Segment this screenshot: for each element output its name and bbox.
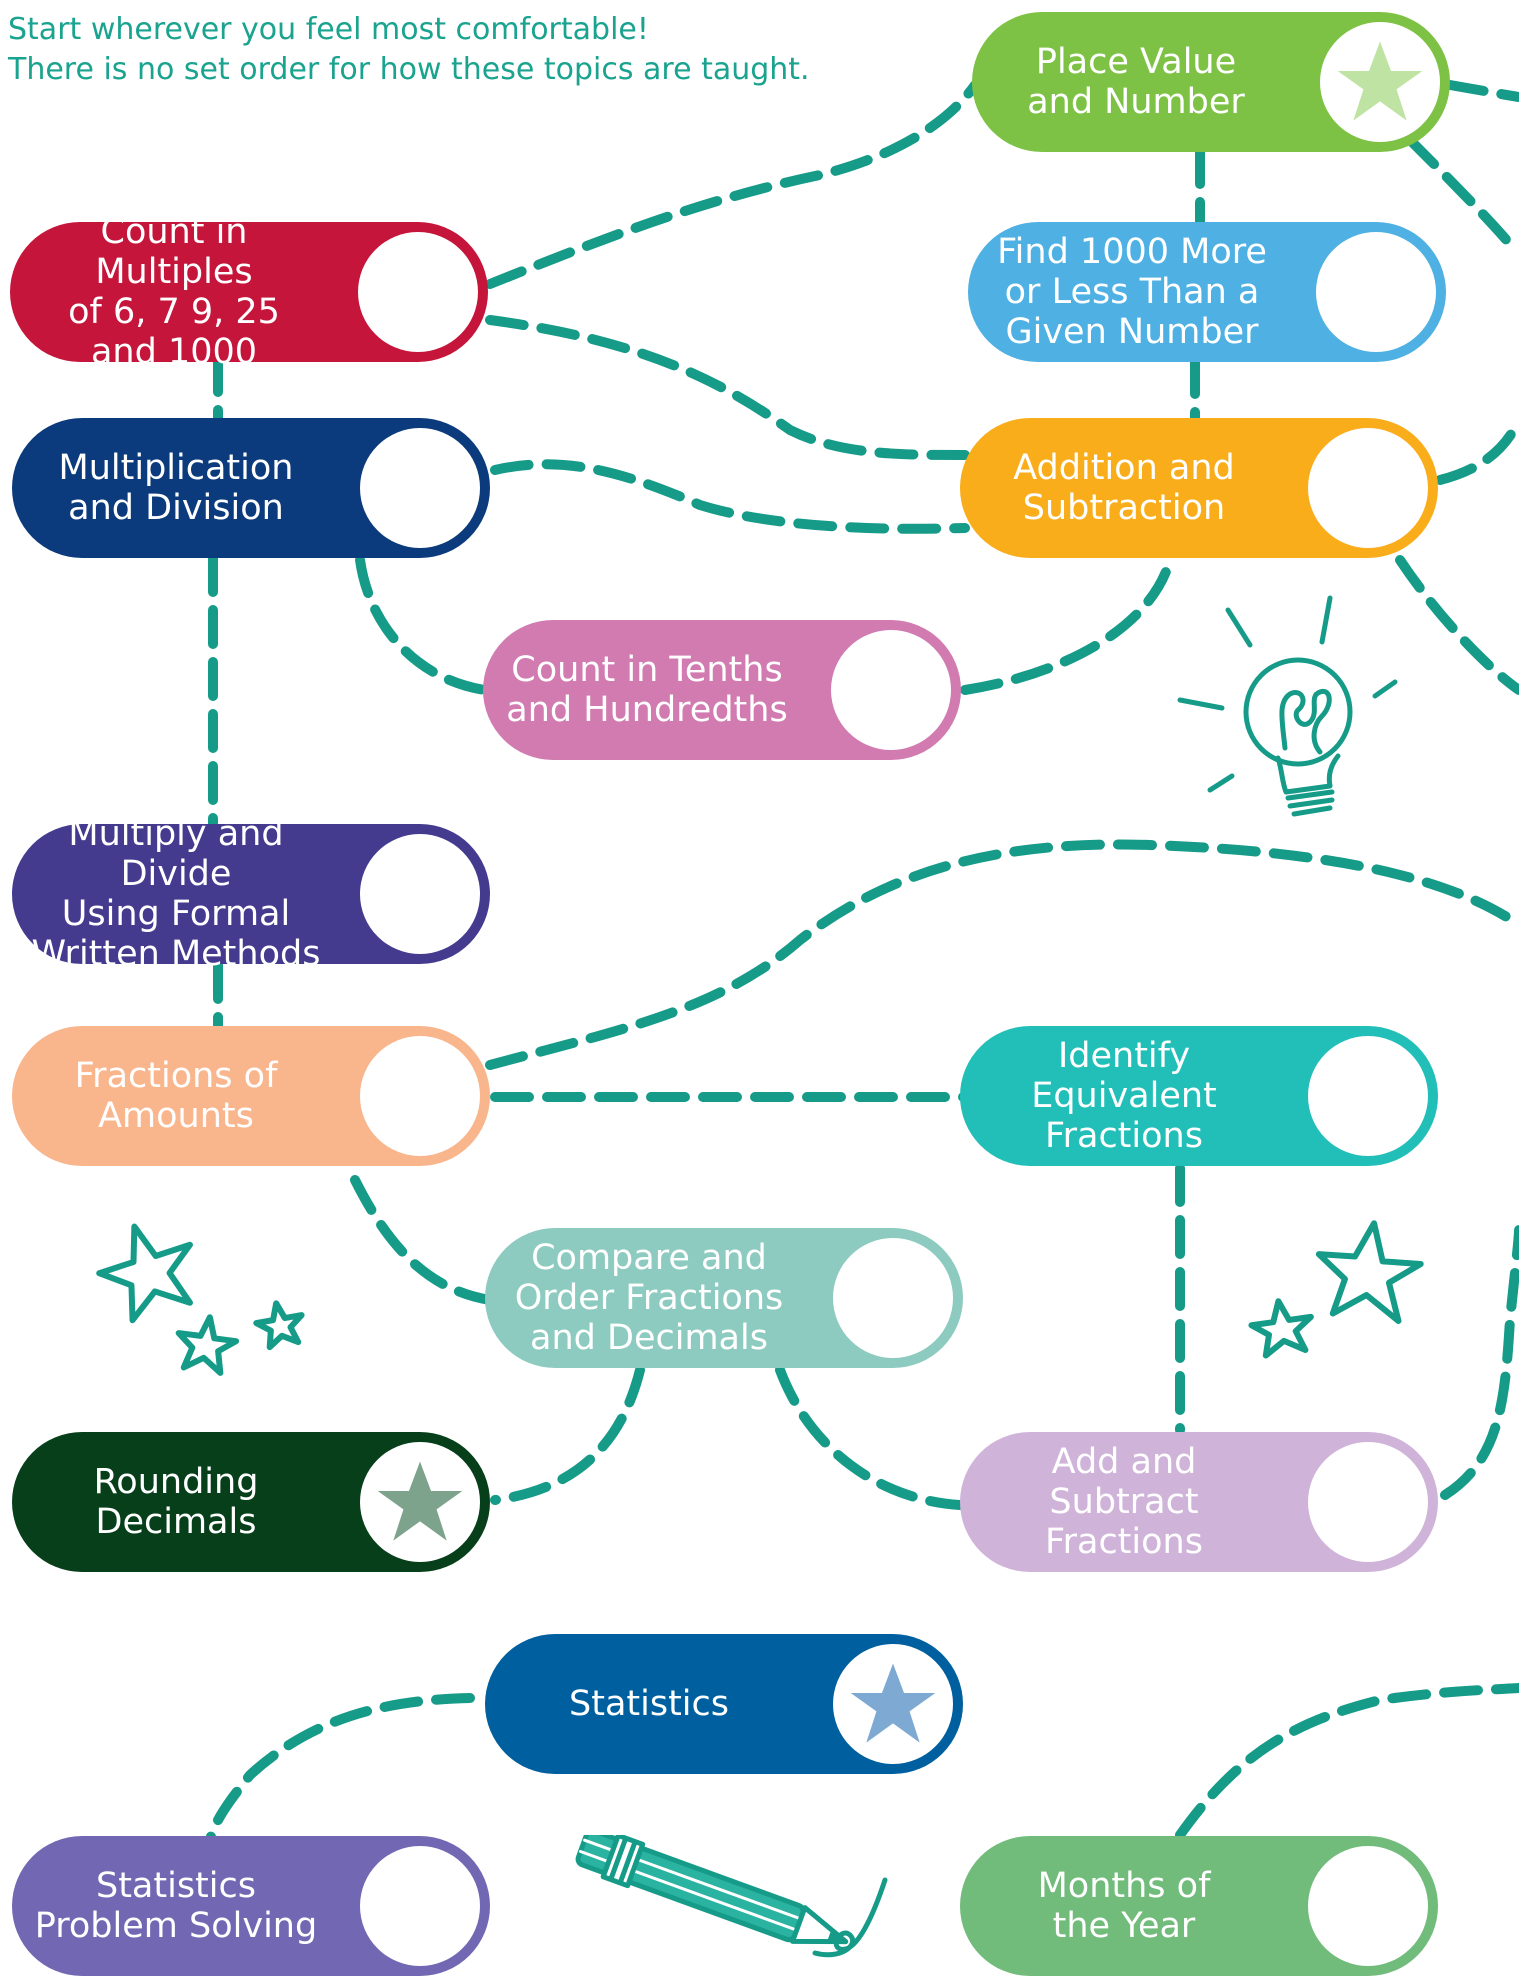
topic-label-text: Place Value and Number	[1027, 42, 1245, 122]
stars-decoration-right	[1248, 1220, 1424, 1359]
topic-multiply-and-divide-formal-methods[interactable]: Multiply and Divide Using Formal Written…	[12, 814, 490, 974]
topic-months-of-the-year[interactable]: Months of the Year	[960, 1836, 1438, 1976]
topic-rounding-decimals[interactable]: Rounding Decimals	[12, 1432, 490, 1572]
topic-label-text: Multiply and Divide Using Formal Written…	[31, 814, 321, 974]
topic-label-text: Rounding Decimals	[93, 1462, 259, 1542]
topic-label: Count in Multiples of 6, 7 9, 25 and 100…	[20, 212, 328, 372]
topic-label-text: Count in Multiples of 6, 7 9, 25 and 100…	[68, 212, 280, 372]
progress-circle	[360, 428, 480, 548]
progress-circle	[360, 834, 480, 954]
connector-line	[1395, 555, 1519, 695]
connector-line	[355, 555, 490, 695]
intro-text: Start wherever you feel most comfortable…	[8, 10, 810, 90]
topic-label: Multiplication and Division	[22, 418, 330, 558]
progress-circle	[360, 1036, 480, 1156]
topic-label: Addition and Subtraction	[970, 418, 1278, 558]
progress-circle	[358, 232, 478, 352]
topic-label-text: Statistics	[569, 1684, 729, 1724]
progress-circle	[1308, 1036, 1428, 1156]
progress-circle	[1308, 1846, 1428, 1966]
lightbulb-icon	[1177, 595, 1398, 817]
progress-circle	[833, 1238, 953, 1358]
topic-multiplication-and-division[interactable]: Multiplication and Division	[12, 418, 490, 558]
pencil-icon	[575, 1835, 888, 1958]
topic-label: Count in Tenths and Hundredths	[493, 620, 801, 760]
star-icon	[360, 1442, 480, 1562]
topic-label-text: Fractions of Amounts	[74, 1056, 278, 1136]
topic-label-text: Compare and Order Fractions and Decimals	[514, 1238, 784, 1358]
connector-line	[960, 555, 1175, 695]
star-icon	[1320, 22, 1440, 142]
progress-circle	[1316, 232, 1436, 352]
topic-label: Statistics Problem Solving	[22, 1836, 330, 1976]
topic-label: Statistics	[495, 1634, 803, 1774]
connector-line	[485, 80, 980, 289]
topic-label: Find 1000 More or Less Than a Given Numb…	[978, 222, 1286, 362]
connector-line	[485, 839, 1519, 1070]
progress-circle	[1308, 428, 1428, 548]
connector-line	[775, 1365, 965, 1510]
connector-line	[1175, 1683, 1519, 1840]
intro-line-1: Start wherever you feel most comfortable…	[8, 12, 649, 47]
topic-label-text: Addition and Subtraction	[1013, 448, 1235, 528]
topic-fractions-of-amounts[interactable]: Fractions of Amounts	[12, 1026, 490, 1166]
topic-label-text: Months of the Year	[1037, 1866, 1211, 1946]
connector-line	[1435, 415, 1519, 485]
topic-label: Months of the Year	[970, 1836, 1278, 1976]
progress-circle	[831, 630, 951, 750]
topic-label: Fractions of Amounts	[22, 1026, 330, 1166]
topic-label: Place Value and Number	[982, 12, 1290, 152]
progress-circle	[1308, 1442, 1428, 1562]
intro-line-2: There is no set order for how these topi…	[8, 52, 810, 87]
topic-label: Add and Subtract Fractions	[970, 1432, 1278, 1572]
topic-place-value-and-number[interactable]: Place Value and Number	[972, 12, 1450, 152]
topic-add-and-subtract-fractions[interactable]: Add and Subtract Fractions	[960, 1432, 1438, 1572]
connector-line	[350, 1175, 495, 1305]
connector-line	[205, 1693, 475, 1845]
connector-line	[1445, 80, 1519, 102]
progress-circle	[360, 1846, 480, 1966]
topic-count-in-tenths-and-hundredths[interactable]: Count in Tenths and Hundredths	[483, 620, 961, 760]
topic-addition-and-subtraction[interactable]: Addition and Subtraction	[960, 418, 1438, 558]
topic-label-text: Statistics Problem Solving	[34, 1866, 318, 1946]
topic-count-in-multiples[interactable]: Count in Multiples of 6, 7 9, 25 and 100…	[10, 212, 488, 372]
topic-label: Multiply and Divide Using Formal Written…	[22, 814, 330, 974]
connector-line	[1440, 1225, 1519, 1500]
topic-label: Identify Equivalent Fractions	[970, 1026, 1278, 1166]
stars-decoration-left	[96, 1223, 305, 1376]
topic-label: Compare and Order Fractions and Decimals	[495, 1228, 803, 1368]
topic-statistics[interactable]: Statistics	[485, 1634, 963, 1774]
topic-compare-and-order-fractions[interactable]: Compare and Order Fractions and Decimals	[485, 1228, 963, 1368]
topic-label: Rounding Decimals	[22, 1432, 330, 1572]
connector-line	[490, 1365, 645, 1505]
topic-label-text: Identify Equivalent Fractions	[1031, 1036, 1217, 1156]
topic-find-1000-more-or-less[interactable]: Find 1000 More or Less Than a Given Numb…	[968, 222, 1446, 362]
topic-label-text: Add and Subtract Fractions	[1045, 1442, 1203, 1562]
topic-statistics-problem-solving[interactable]: Statistics Problem Solving	[12, 1836, 490, 1976]
star-icon	[833, 1644, 953, 1764]
connector-line	[485, 315, 970, 460]
topic-label-text: Count in Tenths and Hundredths	[506, 650, 788, 730]
topic-label-text: Multiplication and Division	[58, 448, 294, 528]
topic-identify-equivalent-fractions[interactable]: Identify Equivalent Fractions	[960, 1026, 1438, 1166]
topic-label-text: Find 1000 More or Less Than a Given Numb…	[997, 232, 1267, 352]
connector-line	[1405, 135, 1519, 255]
connector-line	[490, 459, 970, 534]
